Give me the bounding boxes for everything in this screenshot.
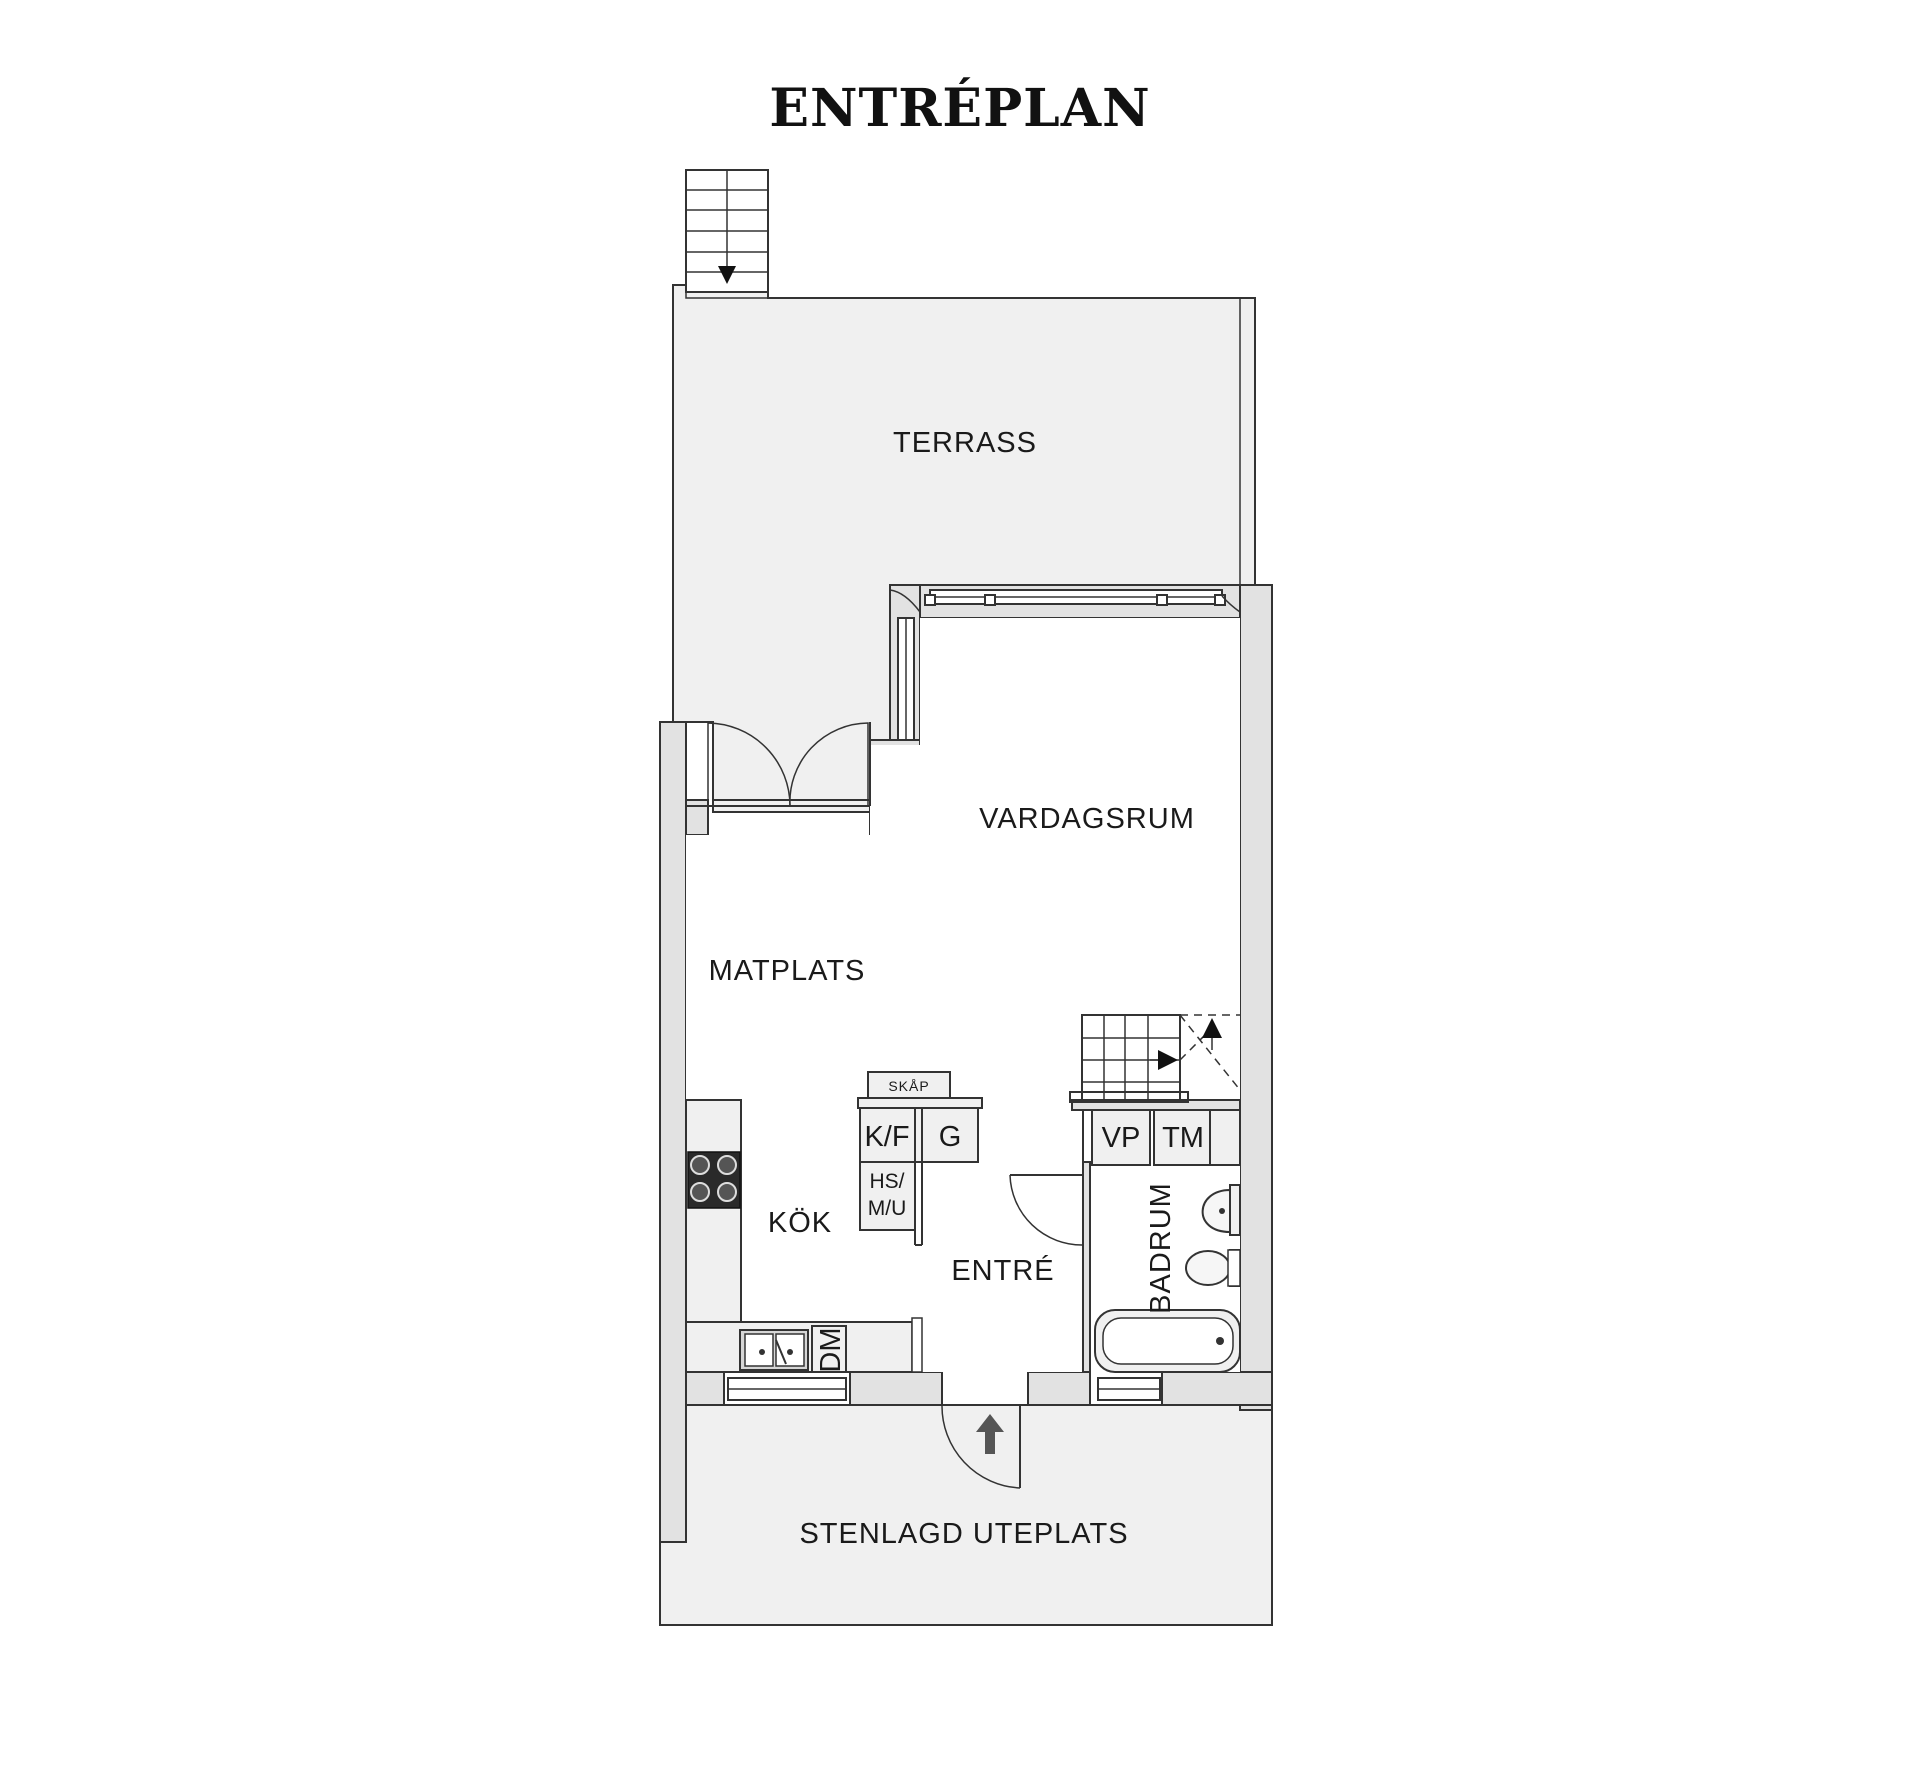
side-window: [897, 617, 915, 741]
label-badrum: BADRUM: [1145, 1182, 1177, 1314]
label-skap: SKÅP: [888, 1078, 929, 1094]
kitchen-window: [727, 1377, 847, 1401]
washbasin: [1201, 1188, 1231, 1234]
arrow-right-icon: [1158, 1050, 1178, 1070]
toilet: [1185, 1250, 1231, 1286]
entry-door: [941, 1372, 1029, 1489]
kitchen-counter-bottom: [685, 1317, 923, 1373]
arrow-up-icon: [976, 1414, 1004, 1454]
bathroom-window: [1097, 1377, 1161, 1401]
kitchen-counter-left: [685, 1099, 742, 1323]
cabinet-block: [857, 1071, 983, 1246]
arrow-down-icon: [718, 266, 736, 284]
patio-area: [659, 1404, 1273, 1626]
label-tm: TM: [1162, 1122, 1204, 1154]
terrace-double-door: [686, 722, 871, 807]
label-g: G: [939, 1121, 962, 1153]
label-dm: DM: [815, 1327, 847, 1372]
label-entre: ENTRÉ: [951, 1254, 1054, 1287]
arrow-up-small-icon: [1202, 1018, 1222, 1038]
label-kf: K/F: [864, 1121, 909, 1153]
plan-title: ENTRÉPLAN: [769, 78, 1151, 139]
label-hs: HS/: [869, 1170, 904, 1193]
label-mu: M/U: [868, 1197, 907, 1220]
label-matplats: MATPLATS: [709, 955, 866, 987]
bathroom-door: [1009, 1174, 1084, 1246]
top-windows: [889, 589, 1241, 613]
label-terrass: TERRASS: [893, 427, 1037, 459]
label-uteplats: STENLAGD UTEPLATS: [799, 1518, 1128, 1550]
label-kok: KÖK: [768, 1207, 832, 1239]
label-vp: VP: [1102, 1122, 1141, 1154]
terrace-stairs: [685, 169, 769, 293]
interior-floor: [686, 618, 1240, 1372]
interior-stairs: [1069, 1014, 1241, 1103]
laundry-units: [1091, 1109, 1241, 1166]
bathtub: [1094, 1309, 1241, 1373]
label-vardagsrum: VARDAGSRUM: [979, 803, 1195, 835]
bathroom-fixtures: [1185, 1184, 1241, 1287]
